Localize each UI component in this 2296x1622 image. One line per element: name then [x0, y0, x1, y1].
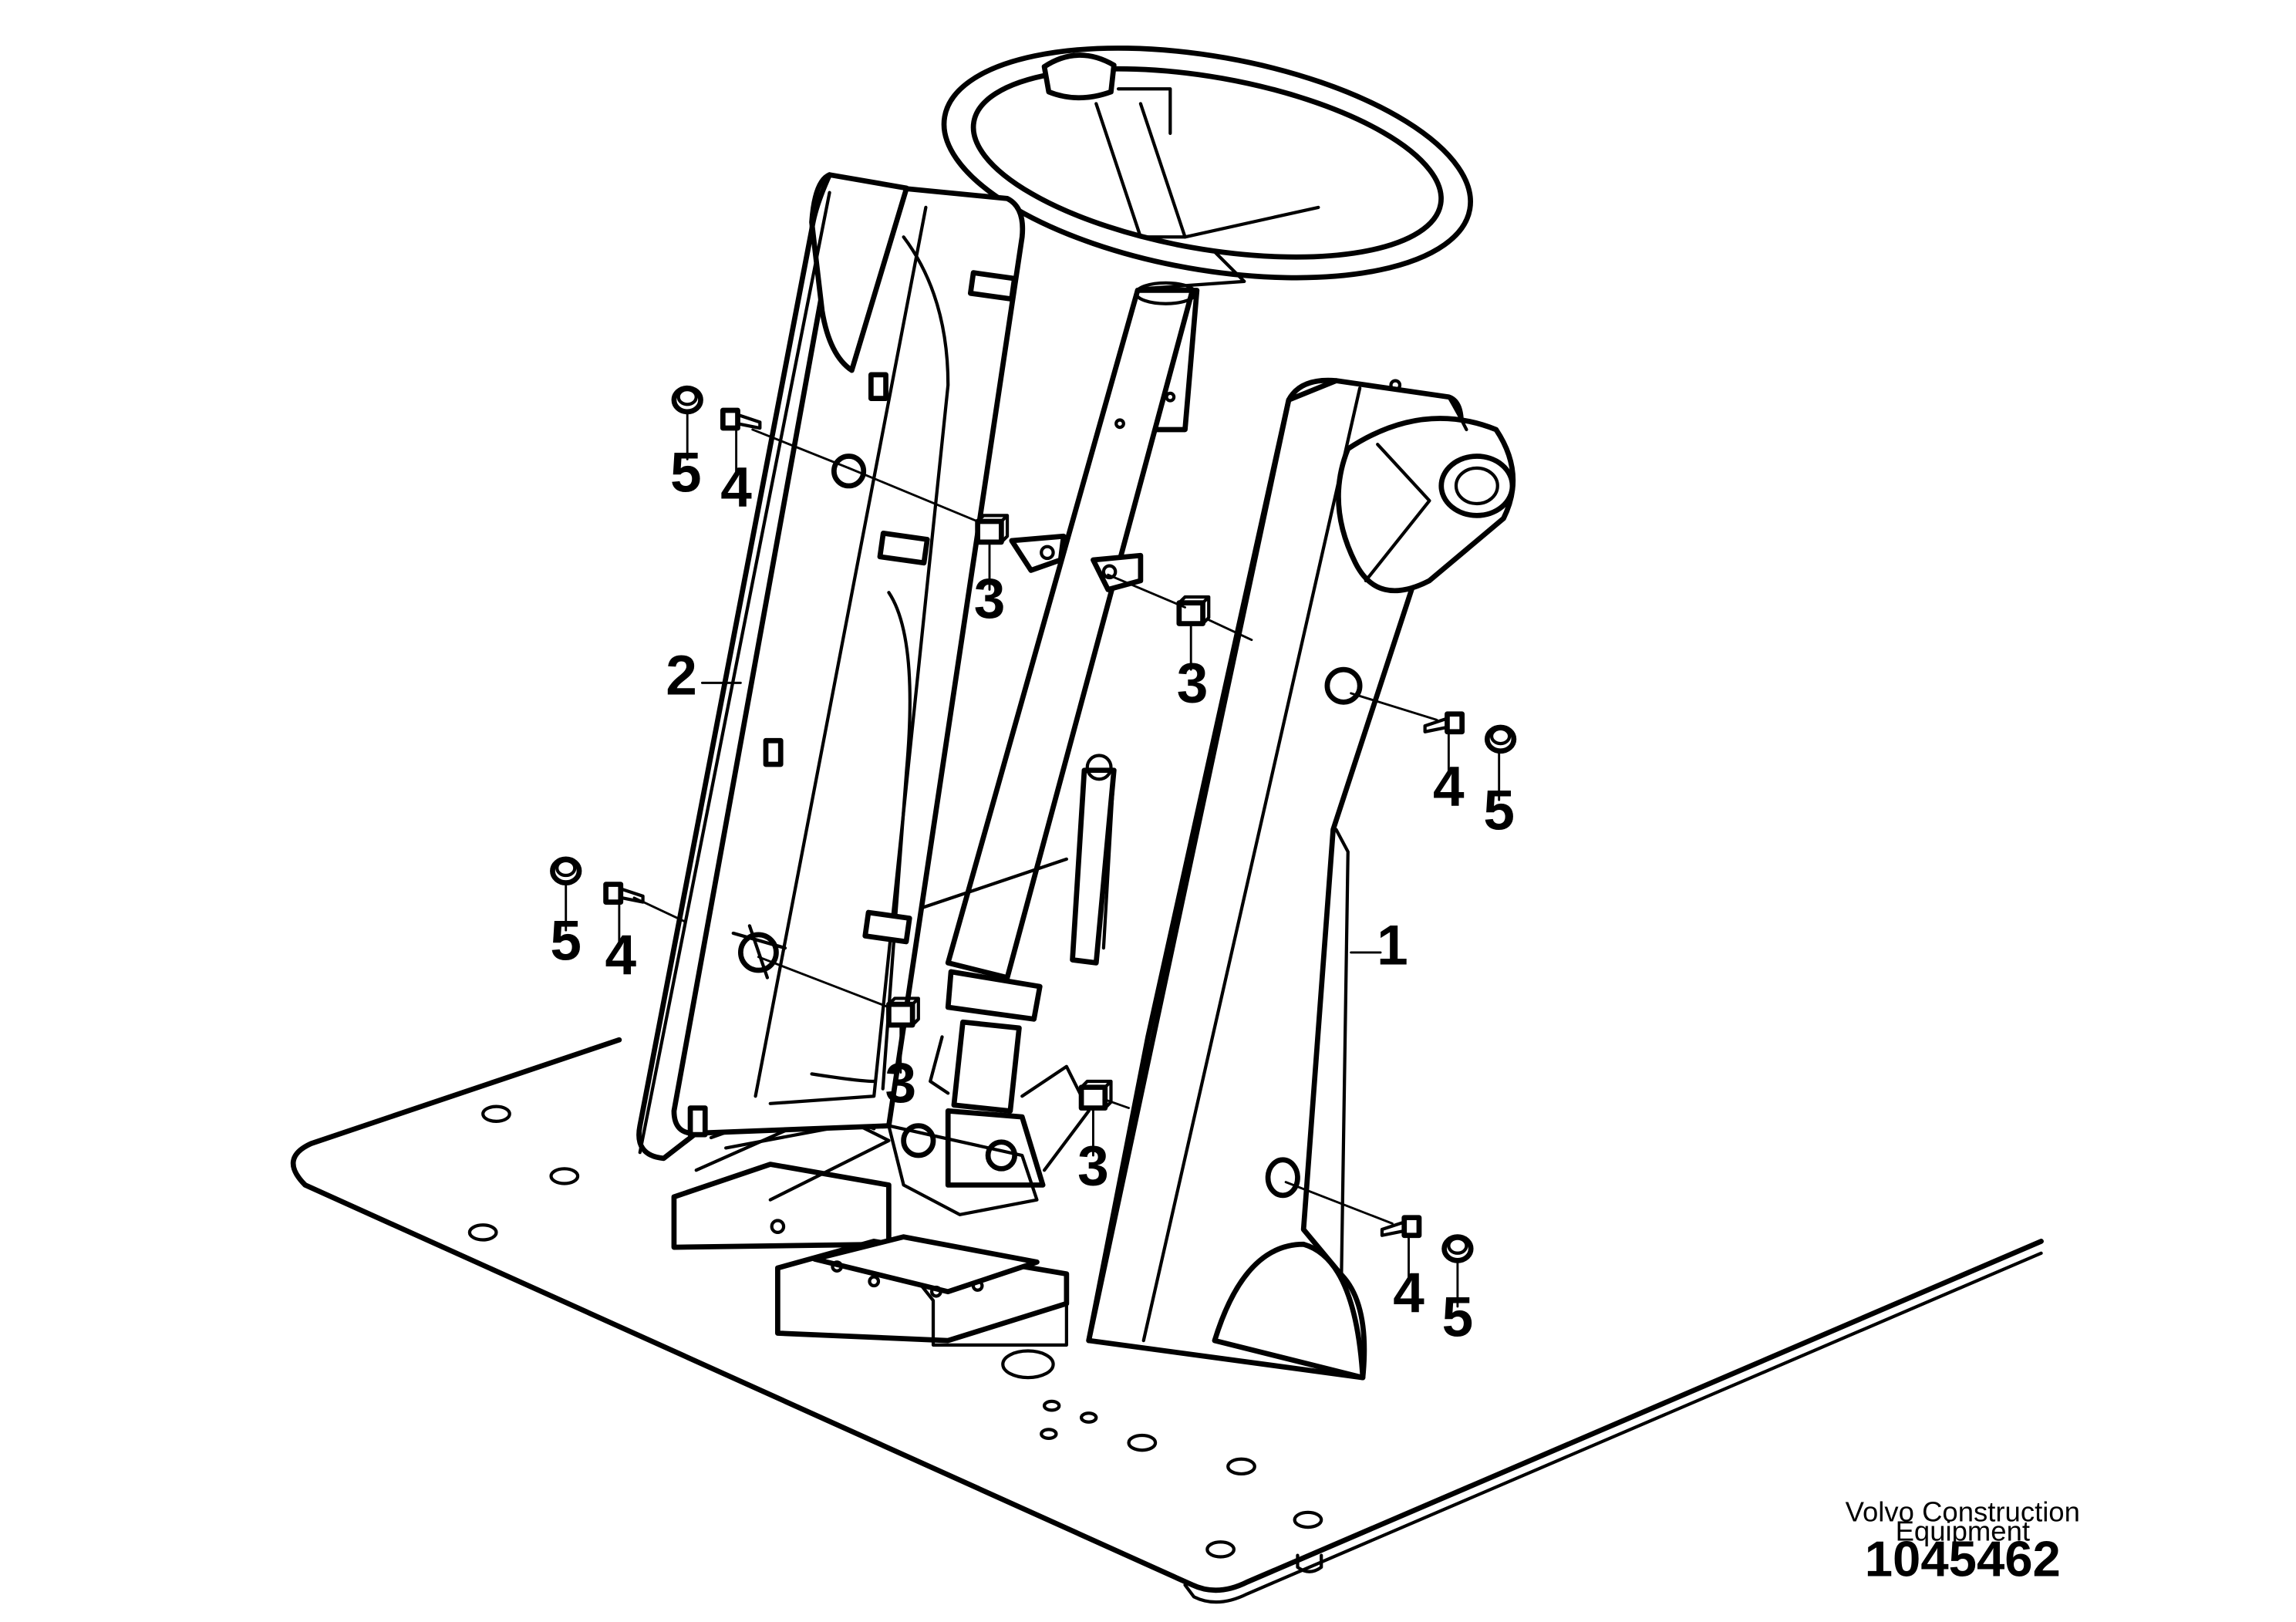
left-column-cover: [636, 172, 1026, 1162]
leader-lines: [565, 410, 1501, 1308]
callout-4: 4: [605, 925, 636, 987]
callout-5: 5: [670, 442, 702, 504]
column-brackets: [919, 533, 1144, 910]
floor-plate: [290, 1037, 2044, 1604]
screws: [603, 407, 1465, 1239]
callout-1: 1: [1377, 914, 1408, 976]
callout-4: 4: [1433, 756, 1465, 818]
callout-3: 3: [974, 568, 1006, 630]
steering-wheel: [941, 46, 1473, 291]
right-column-cover: [1086, 377, 1516, 1381]
callout-3: 3: [1177, 652, 1209, 714]
brand-name-line2: Equipment: [1896, 1515, 2030, 1546]
callout-3: 3: [885, 1052, 916, 1114]
callout-labels: 5 4 3 3 2 1 4 5 5 4 3 3 4 5: [550, 442, 1515, 1349]
steering-column: [887, 281, 1200, 1216]
callout-4: 4: [720, 457, 752, 519]
callout-4: 4: [1393, 1263, 1424, 1325]
callout-2: 2: [666, 645, 697, 707]
document-number: 1045462: [1865, 1530, 2061, 1587]
footer: Volvo Construction Equipment 1045462: [1846, 1496, 2080, 1587]
brand-name-line1: Volvo Construction: [1846, 1496, 2080, 1527]
callout-5: 5: [1442, 1286, 1474, 1348]
pedal-base: [671, 1101, 1070, 1347]
plate-holes: [467, 1104, 1323, 1559]
callout-3: 3: [1077, 1135, 1109, 1197]
callout-5: 5: [1483, 780, 1515, 842]
callout-5: 5: [550, 910, 582, 973]
caps: [550, 385, 1517, 1263]
